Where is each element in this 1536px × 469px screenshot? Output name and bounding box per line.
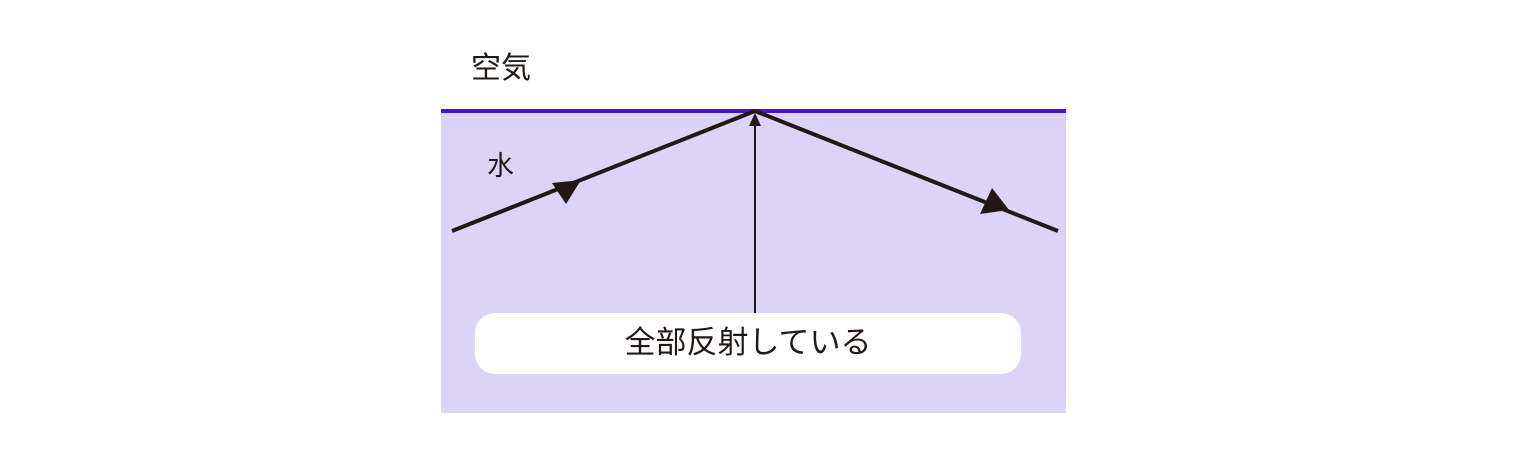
- incident-arrowhead-icon: [552, 180, 581, 204]
- air-label: 空気: [471, 51, 531, 86]
- water-label: 水: [487, 151, 514, 182]
- pointer-arrowhead-icon: [749, 113, 761, 126]
- callout-box: 全部反射している: [475, 313, 1021, 374]
- reflected-ray: [754, 109, 1059, 233]
- reflected-arrowhead-icon: [980, 188, 1009, 214]
- incident-ray: [451, 109, 756, 233]
- callout-text: 全部反射している: [624, 325, 872, 361]
